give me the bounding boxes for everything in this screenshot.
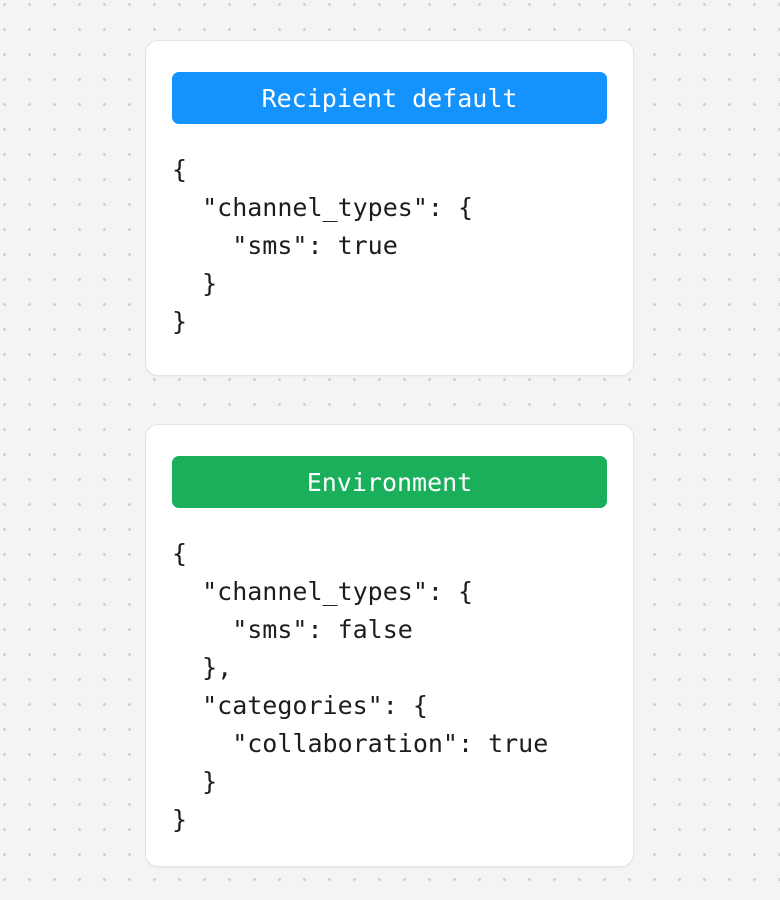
environment-code-block: { "channel_types": { "sms": false }, "ca… <box>172 539 549 834</box>
recipient-default-code-block: { "channel_types": { "sms": true } } <box>172 155 474 336</box>
recipient-default-card: Recipient default { "channel_types": { "… <box>145 40 634 376</box>
environment-card: Environment { "channel_types": { "sms": … <box>145 424 634 867</box>
environment-card-header: Environment <box>172 456 607 508</box>
recipient-default-card-header: Recipient default <box>172 72 607 124</box>
